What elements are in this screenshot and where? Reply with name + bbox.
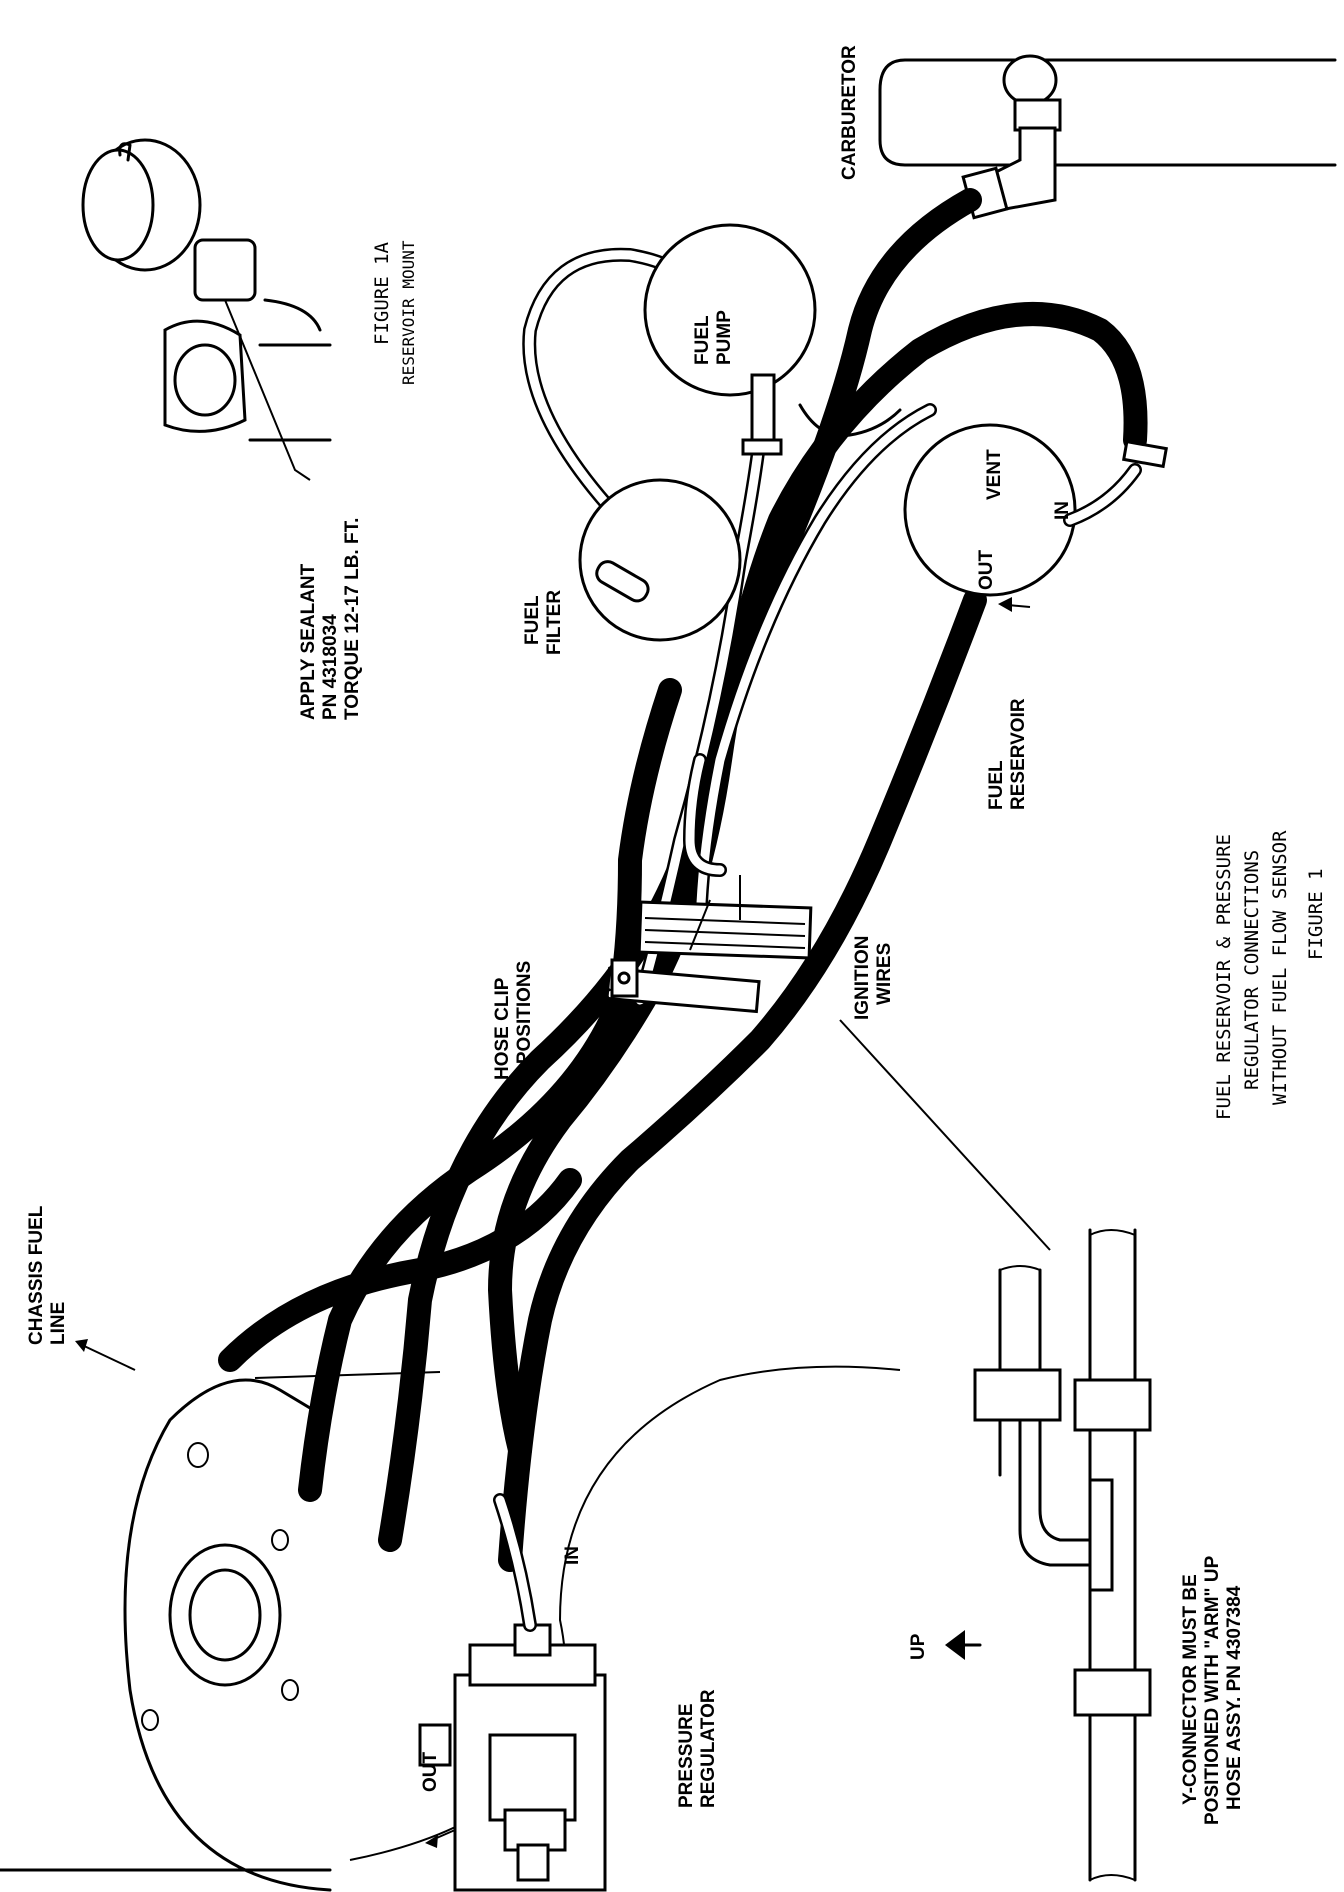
label-reservoir-mount: RESERVOIR MOUNT xyxy=(399,240,418,385)
fuel-filter xyxy=(578,478,742,642)
label-pressure-reg-2: REGULATOR xyxy=(698,1689,719,1808)
label-fuel-pump-2: PUMP xyxy=(714,310,735,365)
label-vent: VENT xyxy=(984,449,1005,500)
label-chassis-2: LINE xyxy=(48,1302,69,1345)
label-hose-clip-1: HOSE CLIP xyxy=(492,977,513,1080)
carburetor xyxy=(878,54,1337,220)
label-figure-1a: FIGURE 1A xyxy=(371,241,393,345)
label-out-reservoir: OUT xyxy=(976,550,997,591)
label-up: UP xyxy=(908,1633,929,1660)
fuel-reservoir xyxy=(903,423,1168,597)
label-fuel-reservoir-1: FUEL xyxy=(986,760,1007,810)
label-yconn-1: Y-CONNECTOR MUST BE xyxy=(1180,1574,1201,1805)
callout-arrows xyxy=(75,597,1031,1848)
chassis-plate xyxy=(0,1365,901,1892)
up-arrow-icon xyxy=(945,1630,965,1660)
fuel-pump xyxy=(643,223,902,456)
label-ignition-1: IGNITION xyxy=(852,936,873,1020)
label-title-3: WITHOUT FUEL FLOW SENSOR xyxy=(1269,830,1291,1105)
label-apply-sealant: APPLY SEALANT xyxy=(298,563,319,720)
label-ignition-2: WIRES xyxy=(874,943,895,1005)
labels: CARBURETOR FIGURE 1A RESERVOIR MOUNT APP… xyxy=(26,45,1327,1825)
label-title-2: REGULATOR CONNECTIONS xyxy=(1241,850,1263,1090)
label-fuel-filter-1: FUEL xyxy=(522,595,543,645)
label-fuel-pump-1: FUEL xyxy=(692,315,713,365)
label-figure-1: FIGURE 1 xyxy=(1305,868,1327,960)
label-title-1: FUEL RESERVOIR & PRESSURE xyxy=(1213,834,1235,1120)
label-in-regulator: IN xyxy=(562,1546,583,1565)
label-out-regulator: OUT xyxy=(420,1752,441,1793)
label-torque: TORQUE 12-17 LB. FT. xyxy=(342,518,363,720)
label-carburetor: CARBURETOR xyxy=(839,45,860,180)
reservoir-mount-figure xyxy=(81,138,332,481)
label-pn-sealant: PN 4318034 xyxy=(320,614,341,720)
label-fuel-filter-2: FILTER xyxy=(544,590,565,655)
label-yconn-3: HOSE ASSY. PN 4307384 xyxy=(1224,1585,1245,1810)
hose-clip xyxy=(605,900,813,1014)
pressure-regulator xyxy=(418,1493,607,1892)
label-fuel-reservoir-2: RESERVOIR xyxy=(1008,698,1029,810)
label-pressure-reg-1: PRESSURE xyxy=(676,1703,697,1808)
label-in-reservoir: IN xyxy=(1052,501,1073,520)
label-chassis-1: CHASSIS FUEL xyxy=(26,1205,47,1345)
label-yconn-2: POSITIONED WITH "ARM" UP xyxy=(1202,1555,1223,1825)
label-hose-clip-2: 4 POSITIONS xyxy=(514,961,535,1080)
y-connector-detail xyxy=(839,1019,1152,1882)
